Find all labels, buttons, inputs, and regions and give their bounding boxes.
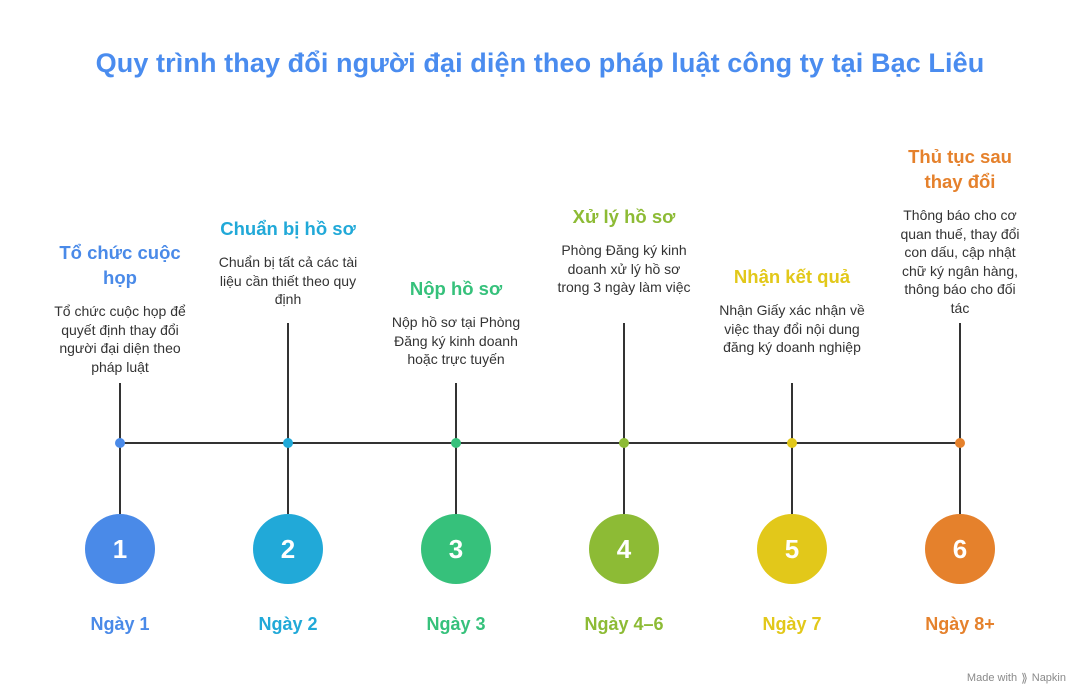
step-3-timeline-dot xyxy=(451,438,461,448)
step-1-description: Tổ chức cuộc họp để quyết định thay đổi … xyxy=(54,303,186,375)
step-3-description: Nộp hồ sơ tại Phòng Đăng ký kinh doanh h… xyxy=(391,314,521,367)
step-2-day: Ngày 2 xyxy=(258,614,318,634)
step-2-description: Chuẩn bị tất cả các tài liệu cần thiết t… xyxy=(218,254,358,307)
step-4-day: Ngày 4–6 xyxy=(584,614,664,634)
step-3-number-circle: 3 xyxy=(421,514,491,584)
step-5-heading: Nhận kết quả xyxy=(733,266,851,287)
step-3-day: Ngày 3 xyxy=(426,614,486,634)
step-6-heading: Thủ tục sau thay đổi xyxy=(908,146,1012,192)
step-4-description: Phòng Đăng ký kinh doanh xử lý hồ sơ tro… xyxy=(557,242,691,295)
step-3-heading: Nộp hồ sơ xyxy=(409,278,503,299)
step-2-text: Chuẩn bị hồ sơ Chuẩn bị tất cả các tài l… xyxy=(203,216,373,309)
step-6-number-circle: 6 xyxy=(925,514,995,584)
page-title: Quy trình thay đổi người đại diện theo p… xyxy=(95,48,985,78)
step-5-text: Nhận kết quả Nhận Giấy xác nhận về việc … xyxy=(707,264,877,357)
step-2-number-circle: 2 xyxy=(253,514,323,584)
step-2-heading: Chuẩn bị hồ sơ xyxy=(220,218,356,239)
made-with-napkin-footer: Made with ⟫ Napkin xyxy=(967,671,1066,685)
step-6-timeline-dot xyxy=(955,438,965,448)
step-6-text: Thủ tục sau thay đổi Thông báo cho cơ qu… xyxy=(875,144,1045,317)
step-5-day: Ngày 7 xyxy=(762,614,822,634)
step-5-number-circle: 5 xyxy=(757,514,827,584)
step-5-timeline-dot xyxy=(787,438,797,448)
napkin-logo-icon: ⟫ xyxy=(1021,671,1028,685)
step-1-heading: Tổ chức cuộc họp xyxy=(59,242,181,288)
step-5-description: Nhận Giấy xác nhận về việc thay đổi nội … xyxy=(719,302,865,355)
step-1-day: Ngày 1 xyxy=(90,614,150,634)
step-4-text: Xử lý hồ sơ Phòng Đăng ký kinh doanh xử … xyxy=(539,204,709,297)
step-6-day: Ngày 8+ xyxy=(925,614,995,634)
made-with-label: Made with xyxy=(966,672,1018,684)
step-4-number-circle: 4 xyxy=(589,514,659,584)
step-3-text: Nộp hồ sơ Nộp hồ sơ tại Phòng Đăng ký ki… xyxy=(371,276,541,369)
step-6-description: Thông báo cho cơ quan thuế, thay đổi con… xyxy=(900,207,1020,316)
step-2-timeline-dot xyxy=(283,438,293,448)
step-1-text: Tổ chức cuộc họp Tổ chức cuộc họp để quy… xyxy=(35,240,205,376)
step-4-timeline-dot xyxy=(619,438,629,448)
step-1-number-circle: 1 xyxy=(85,514,155,584)
step-4-heading: Xử lý hồ sơ xyxy=(572,206,676,227)
step-1-timeline-dot xyxy=(115,438,125,448)
napkin-brand-label: Napkin xyxy=(1031,672,1066,684)
